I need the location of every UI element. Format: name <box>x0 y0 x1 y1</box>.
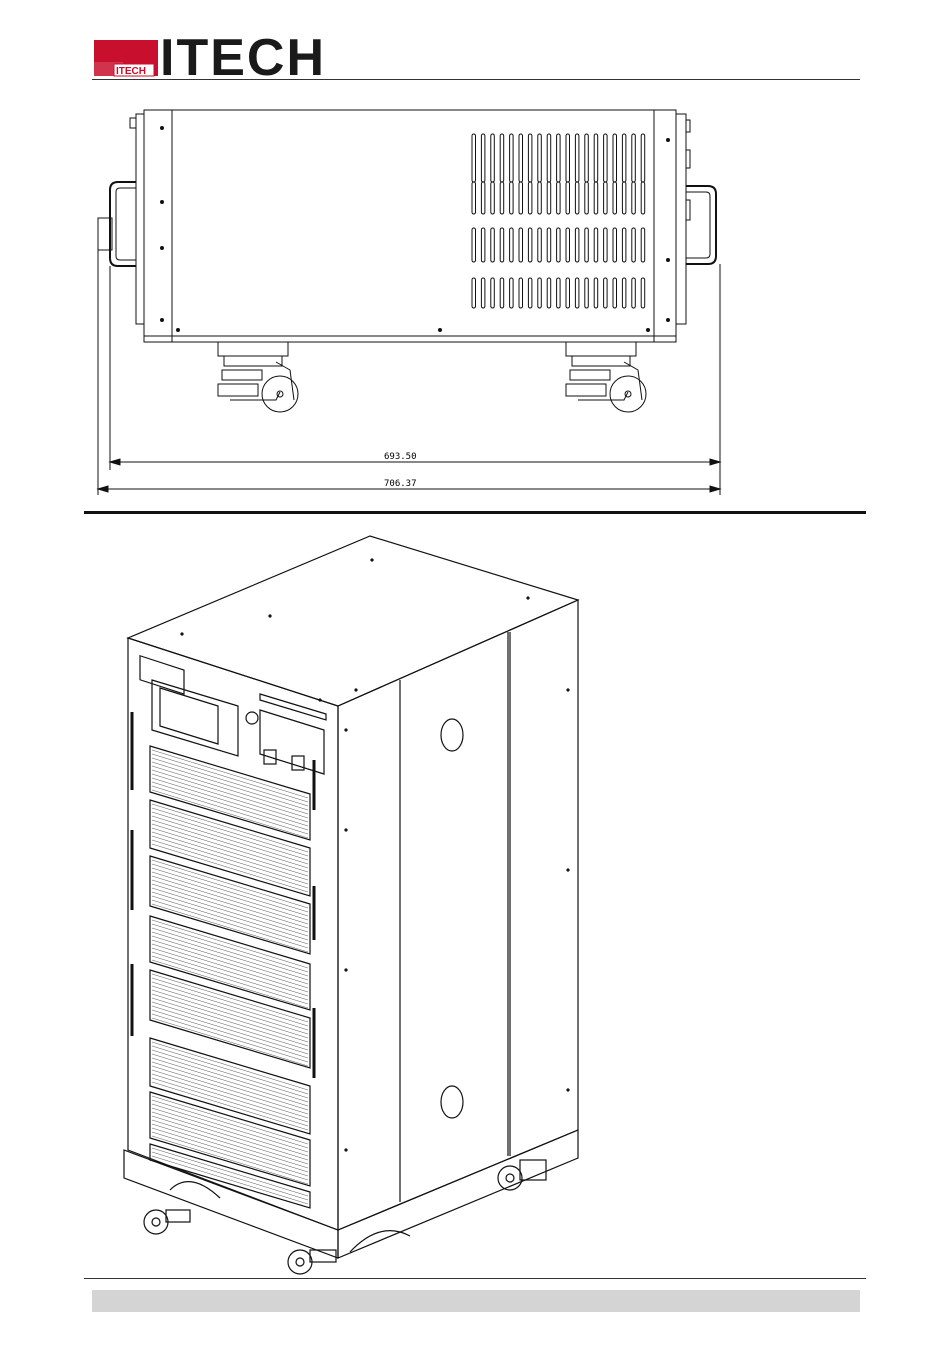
caster-right <box>566 342 646 412</box>
dimension-outer-label: 706.37 <box>384 479 417 489</box>
section-divider <box>84 511 866 514</box>
caster-rear-right <box>498 1160 546 1190</box>
footer-bar <box>92 1290 860 1312</box>
page-header: ITECH ITECH <box>0 0 950 90</box>
footer-divider <box>84 1278 866 1279</box>
side-view-drawing: 693.50 706.37 <box>80 100 740 500</box>
logo-wordmark: ITECH <box>160 32 326 84</box>
dimension-inner-label: 693.50 <box>384 452 417 462</box>
logo-mark-icon: ITECH <box>92 38 162 82</box>
caster-front-right <box>288 1250 336 1274</box>
cabinet-body <box>144 110 676 342</box>
caster-front-left <box>144 1210 190 1234</box>
isometric-cabinet-drawing <box>110 530 590 1285</box>
logo-badge-text: ITECH <box>116 66 146 77</box>
caster-left <box>218 342 298 412</box>
cabinet-side <box>338 600 578 1230</box>
header-divider <box>92 79 860 80</box>
